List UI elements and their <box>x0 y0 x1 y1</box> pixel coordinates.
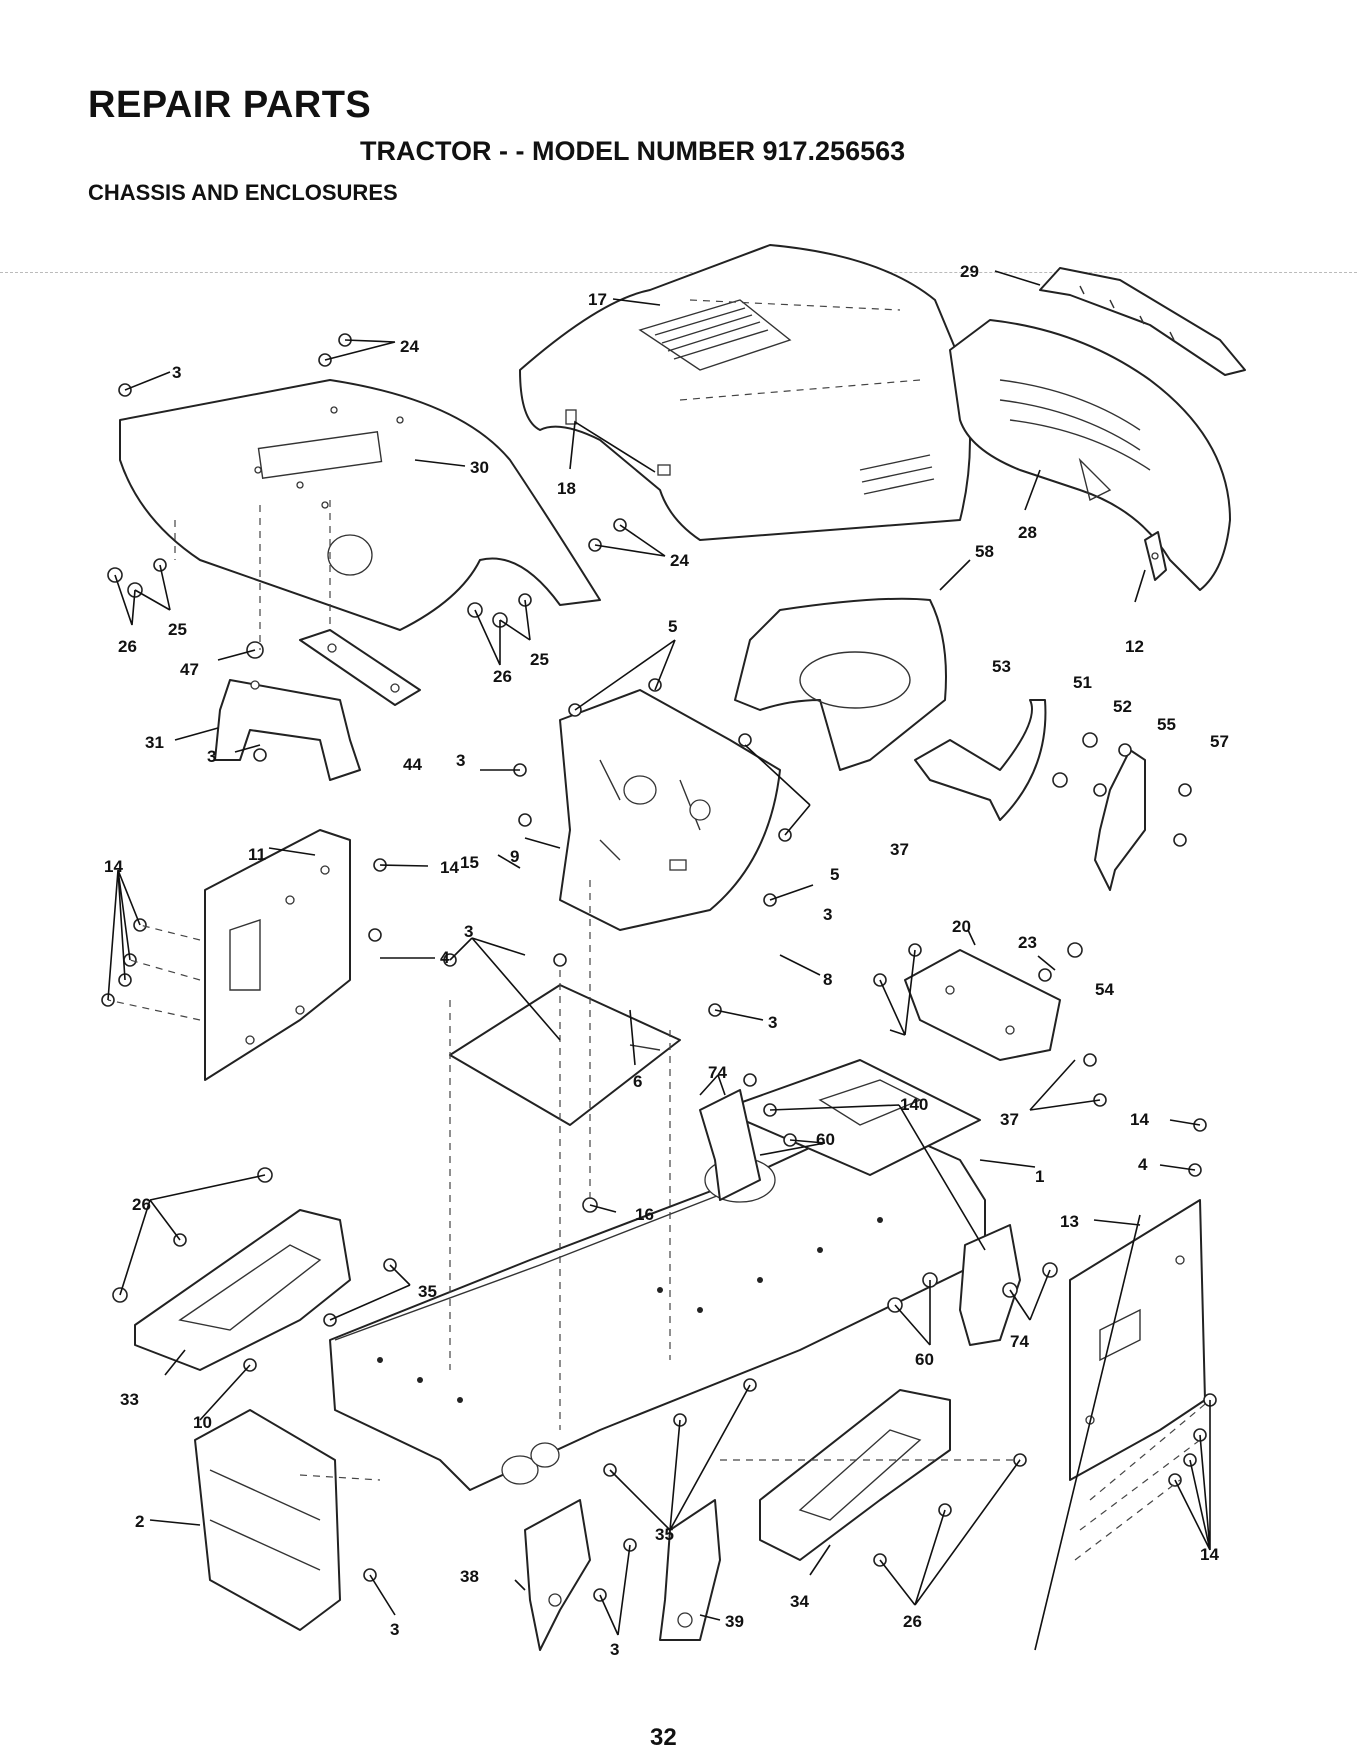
callout-14-right-bottom: 14 <box>1200 1545 1219 1564</box>
callout-3-right-dash: 3 <box>823 905 832 924</box>
callout-4-left: 4 <box>440 948 450 967</box>
callout-24-mid: 24 <box>670 551 689 570</box>
callout-54: 54 <box>1095 980 1114 999</box>
callout-37-bottom: 37 <box>1000 1110 1019 1129</box>
left-footrest-part-33 <box>135 1210 350 1370</box>
callout-26-footrest-right: 26 <box>903 1612 922 1631</box>
callout-26-footrest-left: 26 <box>132 1195 151 1214</box>
callout-9: 9 <box>510 847 519 866</box>
callout-16: 16 <box>635 1205 654 1224</box>
callout-14-right-top: 14 <box>1130 1110 1149 1129</box>
callout-26-mid: 26 <box>493 667 512 686</box>
callout-3-bracket: 3 <box>207 747 216 766</box>
liner-part-58 <box>735 599 946 770</box>
callout-6: 6 <box>633 1072 642 1091</box>
callout-3-floor: 3 <box>464 922 473 941</box>
callout-14-mid: 14 <box>440 858 459 877</box>
callout-53: 53 <box>992 657 1011 676</box>
callout-29: 29 <box>960 262 979 281</box>
callout-47: 47 <box>180 660 199 679</box>
callout-25-mid: 25 <box>530 650 549 669</box>
callout-1: 1 <box>1035 1167 1044 1186</box>
callout-35-left: 35 <box>418 1282 437 1301</box>
right-footrest-part-34 <box>760 1390 950 1560</box>
bracket-part-39 <box>660 1500 720 1640</box>
steering-bracket-part-31 <box>215 680 360 780</box>
rear-bracket-part-2 <box>195 1410 340 1630</box>
callout-3-rear: 3 <box>390 1620 399 1639</box>
page-number: 32 <box>650 1724 677 1752</box>
callout-55: 55 <box>1157 715 1176 734</box>
callout-4-right: 4 <box>1138 1155 1148 1174</box>
callout-25-left: 25 <box>168 620 187 639</box>
callout-14-left: 14 <box>104 857 123 876</box>
bracket-part-38 <box>525 1500 590 1650</box>
callout-60-bottom: 60 <box>915 1350 934 1369</box>
callout-3-top: 3 <box>172 363 181 382</box>
callout-17: 17 <box>588 290 607 309</box>
floor-plate-part-6 <box>450 985 680 1125</box>
callout-140: 140 <box>900 1095 928 1114</box>
bracket-part-53 <box>915 700 1045 820</box>
callout-60-top: 60 <box>816 1130 835 1149</box>
bracket-part-20 <box>905 950 1060 1060</box>
callout-3-bracket-bottom: 3 <box>610 1640 619 1659</box>
callout-26-left: 26 <box>118 637 137 656</box>
callout-3-clip: 3 <box>768 1013 777 1032</box>
callout-35-bottom: 35 <box>655 1525 674 1544</box>
callout-20: 20 <box>952 917 971 936</box>
callout-58: 58 <box>975 542 994 561</box>
callout-39: 39 <box>725 1612 744 1631</box>
callout-23: 23 <box>1018 933 1037 952</box>
callout-24-top: 24 <box>400 337 419 356</box>
callout-57: 57 <box>1210 732 1229 751</box>
callout-10: 10 <box>193 1413 212 1432</box>
callout-28: 28 <box>1018 523 1037 542</box>
left-side-panel-part-11 <box>205 830 350 1080</box>
callout-2: 2 <box>135 1512 144 1531</box>
callout-5-right: 5 <box>830 865 839 884</box>
callout-38: 38 <box>460 1567 479 1586</box>
callout-15: 15 <box>460 853 479 872</box>
callout-37-top: 37 <box>890 840 909 859</box>
callout-74-bottom: 74 <box>1010 1332 1029 1351</box>
callout-74-top: 74 <box>708 1063 727 1082</box>
right-side-panel-part-13 <box>1070 1200 1205 1480</box>
plate-part-44 <box>300 630 420 705</box>
callout-12: 12 <box>1125 637 1144 656</box>
callout-33: 33 <box>120 1390 139 1409</box>
callout-44: 44 <box>403 755 422 774</box>
callout-8: 8 <box>823 970 832 989</box>
callout-30: 30 <box>470 458 489 477</box>
callout-52: 52 <box>1113 697 1132 716</box>
callout-3-dash: 3 <box>456 751 465 770</box>
callout-31: 31 <box>145 733 164 752</box>
callout-5-top: 5 <box>668 617 677 636</box>
callout-51: 51 <box>1073 673 1092 692</box>
callout-18: 18 <box>557 479 576 498</box>
callout-34: 34 <box>790 1592 809 1611</box>
callout-11: 11 <box>248 845 266 864</box>
dash-support-part-9 <box>560 690 780 930</box>
bracket-part-55 <box>1095 750 1145 890</box>
callout-13: 13 <box>1060 1212 1079 1231</box>
